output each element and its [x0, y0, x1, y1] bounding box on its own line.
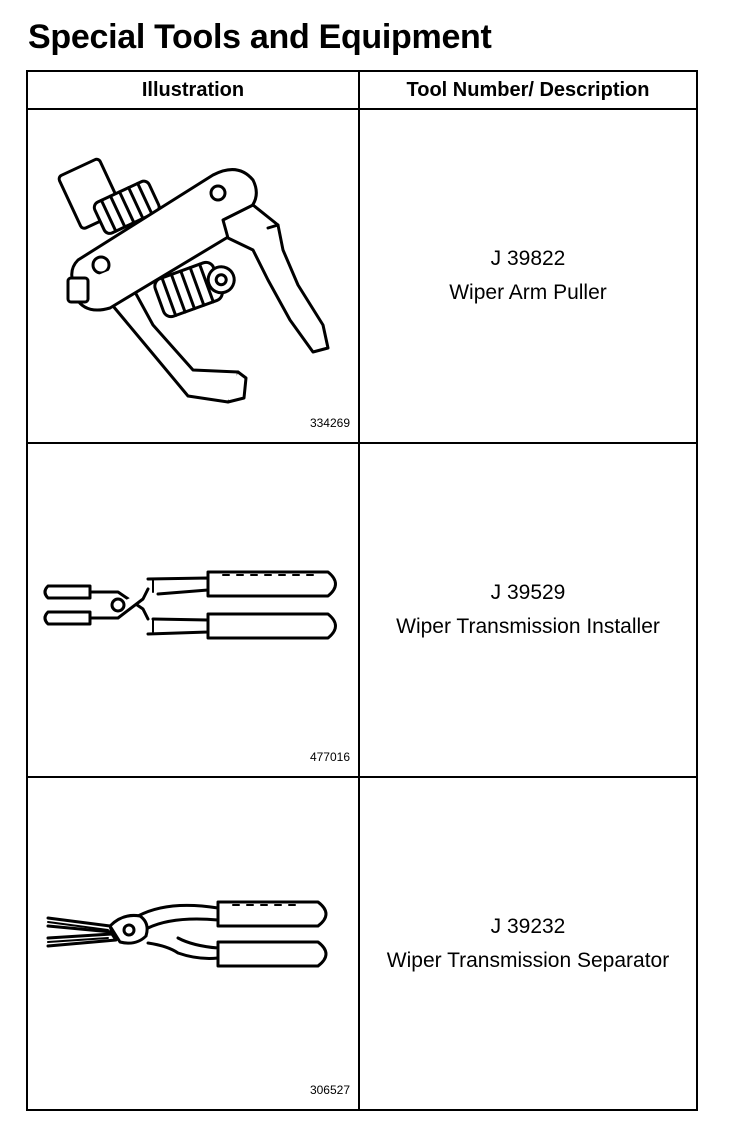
illustration-cell: 306527: [26, 776, 360, 1111]
tool-number: J 39822: [490, 247, 566, 270]
wiper-arm-puller-icon: [57, 157, 330, 404]
tool-description-cell: J 39529 Wiper Transmission Installer: [358, 442, 698, 778]
installer-pliers-icon: [43, 570, 337, 640]
illustration-cell: 477016: [26, 442, 360, 778]
table-row: 334269 J 39822 Wiper Arm Puller: [26, 108, 698, 444]
table-row: 306527 J 39232 Wiper Transmission Separa…: [26, 776, 698, 1111]
special-tools-table: Illustration Tool Number/ Description: [26, 70, 698, 1111]
table-row: 477016 J 39529 Wiper Transmission Instal…: [26, 442, 698, 778]
illustration-cell: 334269: [26, 108, 360, 444]
tool-description: Wiper Transmission Separator: [386, 948, 670, 972]
tool-number: J 39232: [490, 914, 566, 938]
table-header-row: Illustration Tool Number/ Description: [26, 70, 698, 110]
figure-id: 334269: [309, 416, 350, 430]
tool-description-cell: J 39232 Wiper Transmission Separator: [358, 776, 698, 1111]
header-tool-description: Tool Number/ Description: [358, 70, 698, 110]
figure-id: 306527: [309, 1083, 350, 1097]
tool-description: Wiper Arm Puller: [449, 281, 607, 304]
page-title: Special Tools and Equipment: [28, 18, 492, 56]
header-illustration: Illustration: [26, 70, 360, 110]
tool-description-cell: J 39822 Wiper Arm Puller: [358, 108, 698, 444]
tool-description: Wiper Transmission Installer: [396, 615, 660, 638]
tool-number: J 39529: [490, 581, 566, 604]
figure-id: 477016: [309, 750, 350, 764]
separator-pliers-icon: [46, 900, 328, 968]
